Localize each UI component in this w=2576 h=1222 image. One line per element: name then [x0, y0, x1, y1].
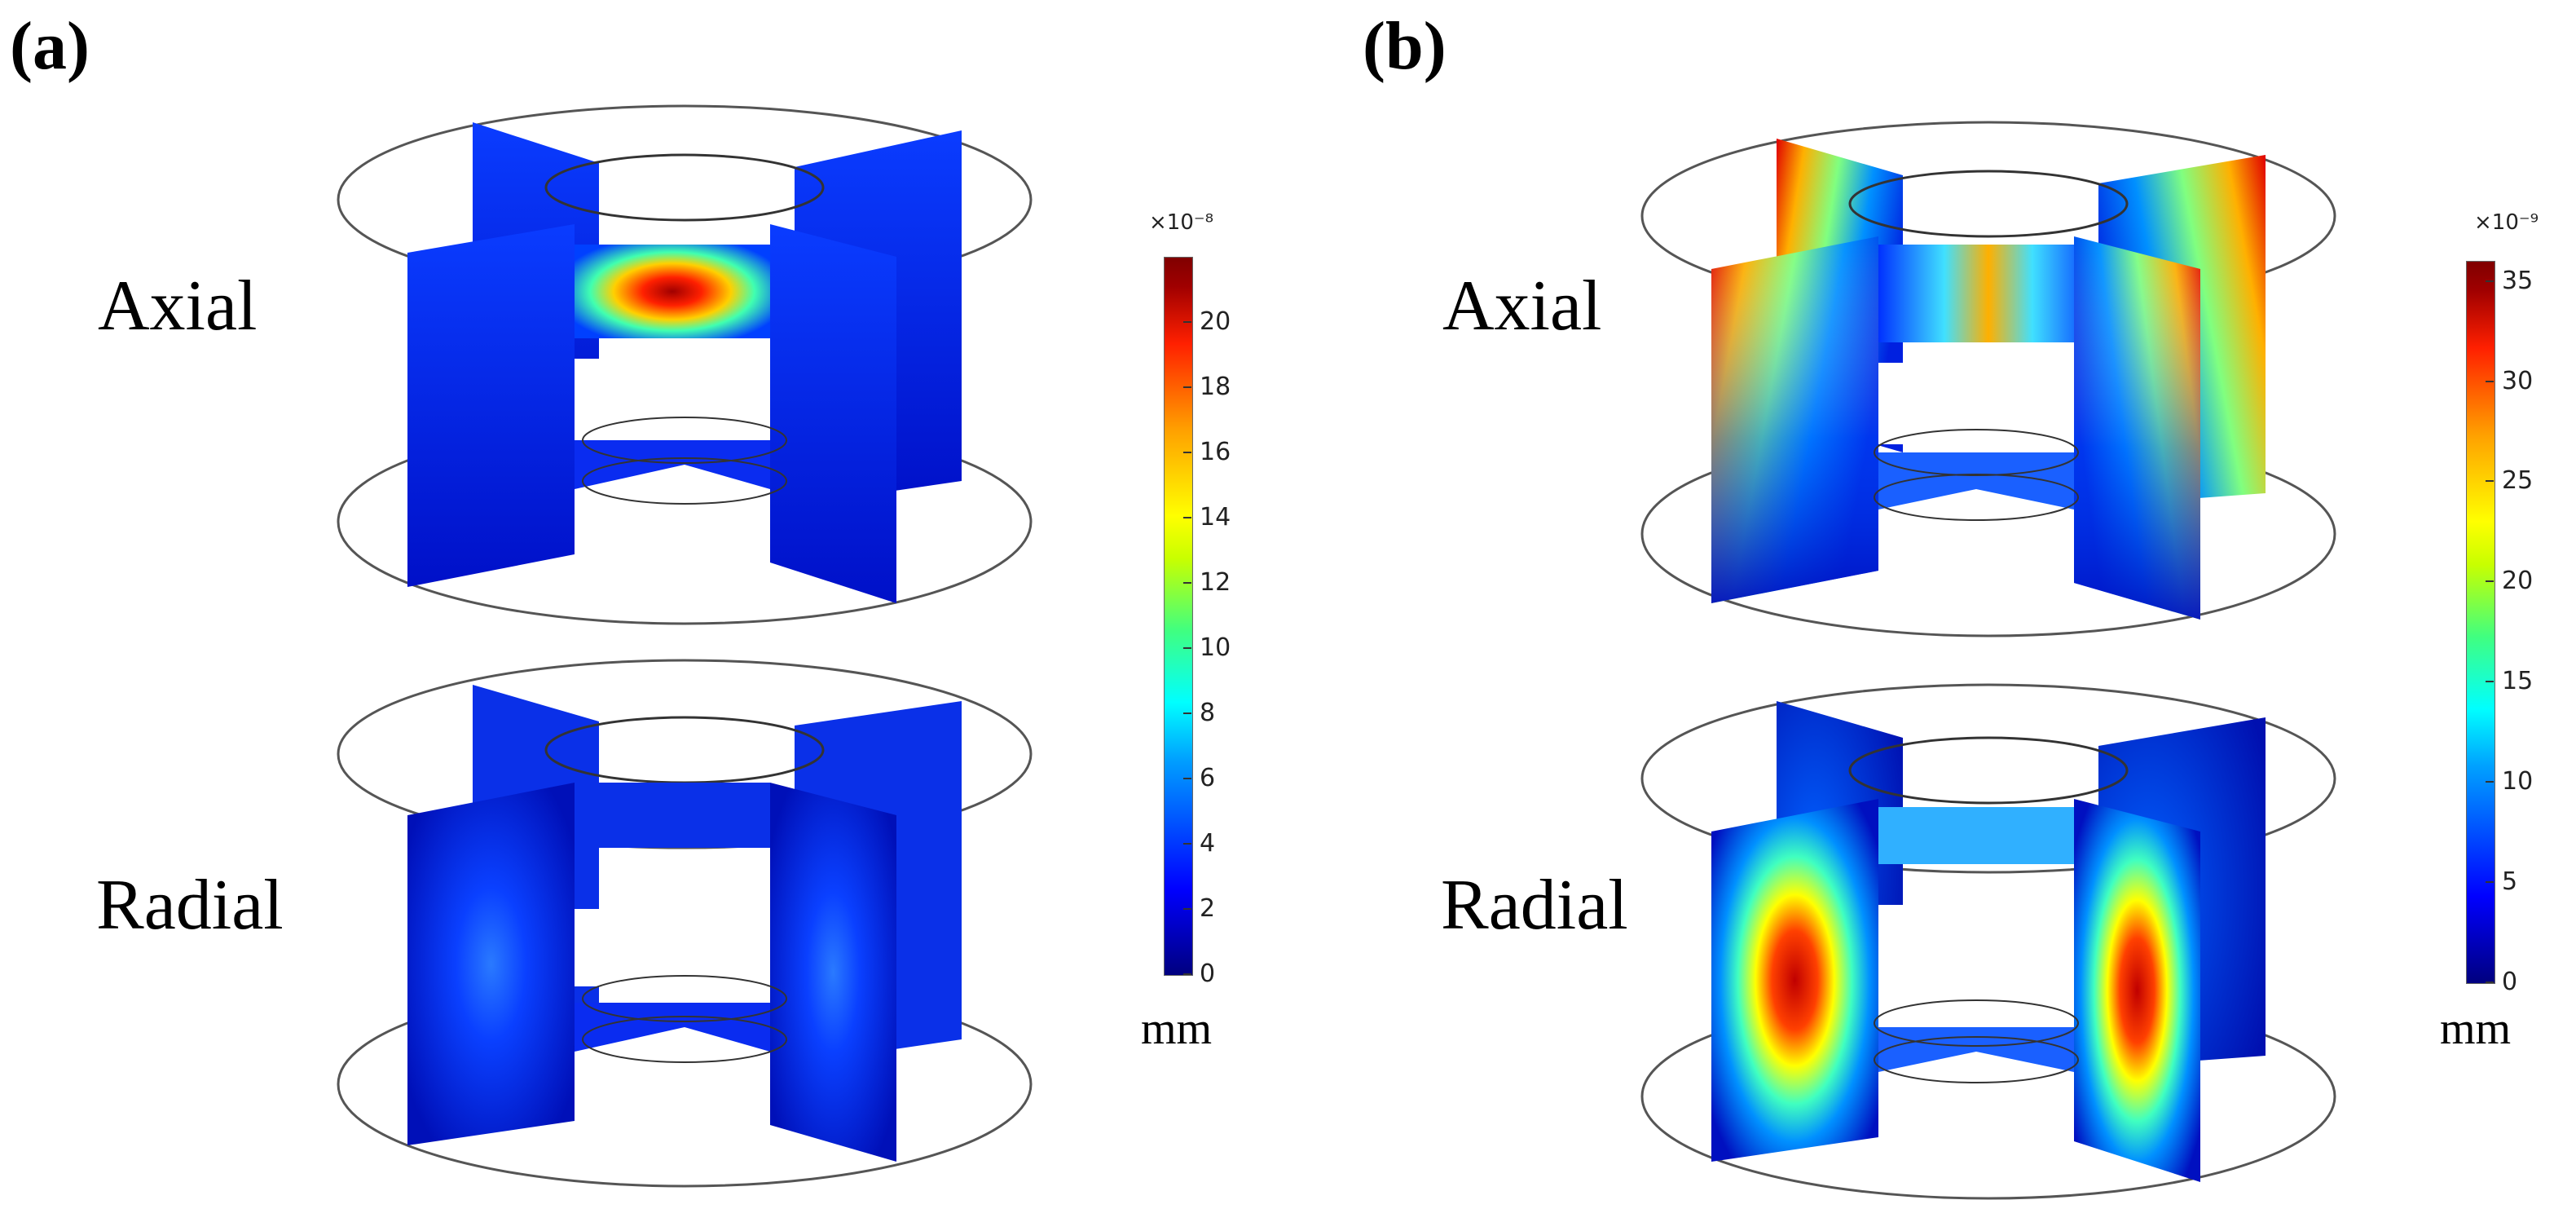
panel-a-radial-label: Radial — [96, 866, 284, 945]
colorbar-a — [1164, 257, 1193, 976]
colorbar-b-unit: mm — [2440, 1004, 2512, 1054]
colorbar-tick-label: 10 — [1200, 633, 1231, 662]
colorbar-tick-label: 4 — [1200, 829, 1216, 858]
colorbar-tick-mark — [2486, 781, 2494, 783]
colorbar-tick-mark — [2486, 881, 2494, 884]
colorbar-tick-mark — [2486, 982, 2494, 983]
colorbar-tick-mark — [1183, 973, 1191, 975]
colorbar-tick-label: 2 — [1200, 894, 1216, 923]
colorbar-tick-mark — [2486, 681, 2494, 683]
colorbar-tick-label: 0 — [2502, 968, 2518, 996]
colorbar-tick-mark — [1183, 452, 1191, 453]
colorbar-tick-label: 10 — [2502, 767, 2534, 796]
colorbar-tick-label: 12 — [1200, 568, 1231, 597]
colorbar-tick-mark — [1183, 908, 1191, 910]
colorbar-tick-mark — [1183, 582, 1191, 584]
colorbar-tick-mark — [1183, 843, 1191, 845]
panel-a-axial-label: Axial — [98, 267, 258, 346]
colorbar-tick-label: 6 — [1200, 764, 1216, 792]
colorbar-tick-label: 25 — [2502, 466, 2534, 496]
colorbar-tick-label: 15 — [2502, 667, 2534, 696]
colorbar-tick-mark — [2486, 480, 2494, 483]
colorbar-tick-label: 30 — [2502, 366, 2534, 395]
colorbar-tick-mark — [1183, 386, 1191, 388]
colorbar-b — [2466, 261, 2495, 984]
colorbar-tick-label: 5 — [2502, 867, 2518, 897]
colorbar-tick-label: 16 — [1200, 438, 1231, 466]
colorbar-tick-mark — [1183, 778, 1191, 779]
panel-b-axial-label: Axial — [1442, 267, 1602, 346]
colorbar-tick-label: 35 — [2502, 266, 2534, 295]
panel-b-axial-geometry — [1640, 121, 2336, 637]
colorbar-tick-label: 8 — [1200, 699, 1216, 727]
colorbar-b-multiplier: ×10⁻⁹ — [2474, 210, 2539, 235]
colorbar-tick-mark — [2486, 380, 2494, 382]
colorbar-tick-label: 20 — [2502, 567, 2534, 596]
colorbar-tick-mark — [2486, 280, 2494, 282]
colorbar-tick-label: 0 — [1200, 960, 1216, 988]
colorbar-tick-label: 20 — [1200, 307, 1231, 336]
panel-b-radial-geometry — [1640, 683, 2336, 1200]
panel-a-axial-geometry — [337, 104, 1033, 625]
colorbar-a-unit: mm — [1141, 1004, 1213, 1054]
colorbar-tick-mark — [1183, 321, 1191, 323]
panel-b-radial-label: Radial — [1441, 866, 1628, 945]
colorbar-tick-label: 18 — [1200, 373, 1231, 401]
colorbar-tick-mark — [1183, 517, 1191, 518]
colorbar-a-multiplier: ×10⁻⁸ — [1149, 210, 1214, 235]
colorbar-tick-label: 14 — [1200, 503, 1231, 532]
panel-a-label: (a) — [10, 8, 90, 84]
colorbar-tick-mark — [1183, 647, 1191, 649]
colorbar-tick-mark — [2486, 580, 2494, 583]
panel-a-radial-geometry — [337, 659, 1033, 1188]
colorbar-tick-mark — [1183, 712, 1191, 714]
panel-b-label: (b) — [1363, 8, 1447, 84]
